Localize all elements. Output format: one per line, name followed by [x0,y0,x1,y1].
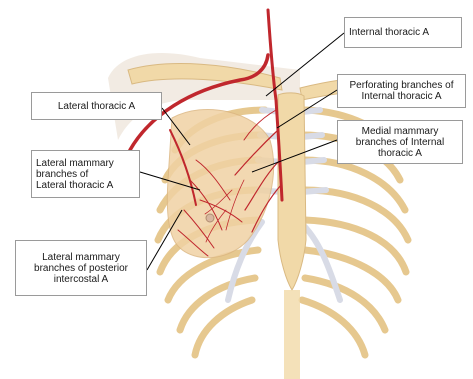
label-lateral-mammary-posterior-intercostal: Lateral mammary branches of posterior in… [15,240,147,296]
label-lateral-thoracic: Lateral thoracic A [31,92,162,120]
nipple [206,214,214,222]
spine [284,290,300,379]
breast [167,109,273,257]
label-internal-thoracic: Internal thoracic A [344,17,462,48]
label-perforating-branches: Perforating branches of Internal thoraci… [337,74,466,108]
label-medial-mammary: Medial mammary branches of Internal thor… [337,120,463,164]
label-lateral-mammary-lateral-thoracic: Lateral mammary branches of Lateral thor… [31,150,140,198]
